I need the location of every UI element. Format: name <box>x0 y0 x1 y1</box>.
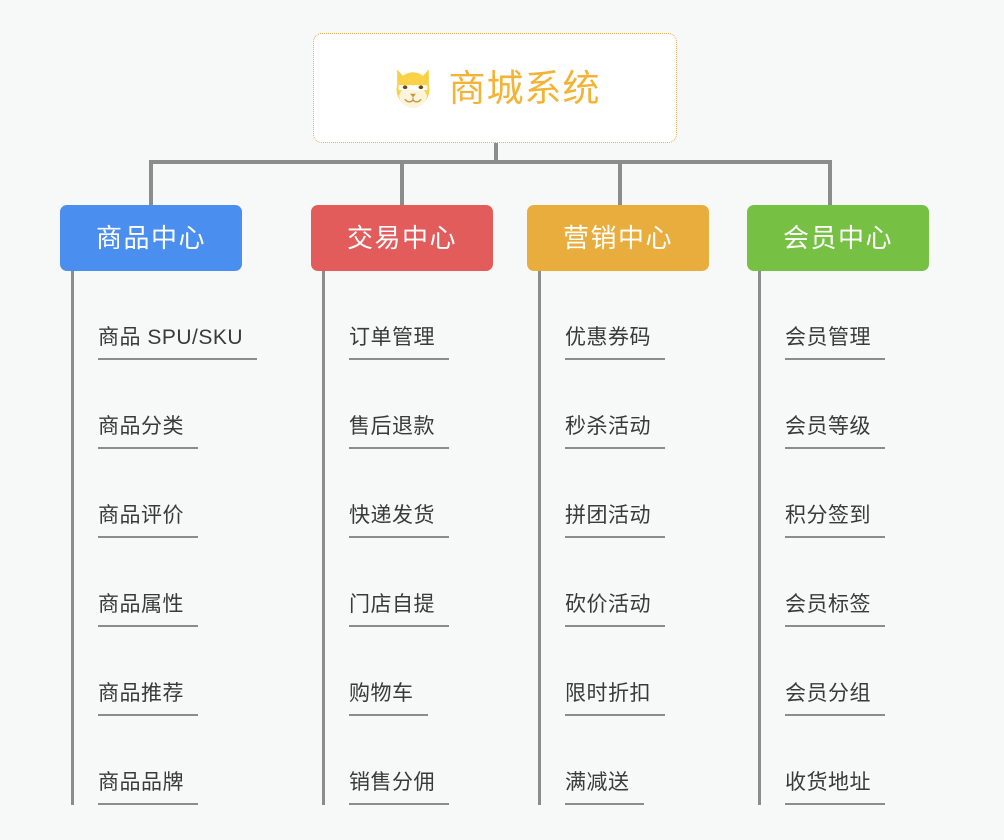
leaf-item-label: 订单管理 <box>349 327 449 360</box>
leaf-item-label: 优惠券码 <box>565 327 665 360</box>
leaf-item[interactable]: 会员管理 <box>761 271 929 360</box>
category-header-1[interactable]: 商品中心 <box>60 205 242 271</box>
leaf-item[interactable]: 优惠券码 <box>541 271 709 360</box>
leaf-item-label: 会员等级 <box>785 416 885 449</box>
leaf-item[interactable]: 会员标签 <box>761 538 929 627</box>
branch-column-3: 营销中心 优惠券码秒杀活动拼团活动砍价活动限时折扣满减送 <box>527 205 709 805</box>
leaf-list-4: 会员管理会员等级积分签到会员标签会员分组收货地址 <box>747 271 929 805</box>
leaf-item-label: 门店自提 <box>349 594 449 627</box>
leaf-item-label: 商品推荐 <box>98 683 198 716</box>
root-node[interactable]: 商城系统 <box>313 33 677 143</box>
leaf-item[interactable]: 满减送 <box>541 716 709 805</box>
branch-column-4: 会员中心 会员管理会员等级积分签到会员标签会员分组收货地址 <box>747 205 929 805</box>
leaf-item[interactable]: 秒杀活动 <box>541 360 709 449</box>
leaf-item-label: 收货地址 <box>785 772 885 805</box>
leaf-item-label: 销售分佣 <box>349 772 449 805</box>
leaf-item[interactable]: 商品推荐 <box>74 627 242 716</box>
leaf-item[interactable]: 销售分佣 <box>325 716 493 805</box>
category-header-3[interactable]: 营销中心 <box>527 205 709 271</box>
leaf-item-label: 砍价活动 <box>565 594 665 627</box>
connector-drop-4 <box>828 160 832 206</box>
leaf-item[interactable]: 积分签到 <box>761 449 929 538</box>
leaf-item-label: 商品评价 <box>98 505 198 538</box>
leaf-item-label: 购物车 <box>349 683 428 716</box>
branch-column-2: 交易中心 订单管理售后退款快递发货门店自提购物车销售分佣 <box>311 205 493 805</box>
connector-drop-1 <box>149 160 153 206</box>
shiba-dog-icon <box>395 69 430 109</box>
leaf-item-label: 商品品牌 <box>98 772 198 805</box>
branch-column-1: 商品中心 商品 SPU/SKU 商品分类商品评价商品属性商品推荐商品品牌 <box>60 205 258 805</box>
leaf-item-label: 售后退款 <box>349 416 449 449</box>
category-header-2[interactable]: 交易中心 <box>311 205 493 271</box>
leaf-item-label: 限时折扣 <box>565 683 665 716</box>
leaf-item[interactable]: 拼团活动 <box>541 449 709 538</box>
leaf-item[interactable]: 限时折扣 <box>541 627 709 716</box>
leaf-item[interactable]: 商品分类 <box>74 360 242 449</box>
leaf-item[interactable]: 门店自提 <box>325 538 493 627</box>
category-header-4[interactable]: 会员中心 <box>747 205 929 271</box>
root-title: 商城系统 <box>448 67 601 109</box>
leaf-list-2: 订单管理售后退款快递发货门店自提购物车销售分佣 <box>311 271 493 805</box>
leaf-item[interactable]: 商品 SPU/SKU <box>74 271 258 360</box>
leaf-item-label: 拼团活动 <box>565 505 665 538</box>
leaf-item-label: 积分签到 <box>785 505 885 538</box>
leaf-item-label: 会员标签 <box>785 594 885 627</box>
leaf-item[interactable]: 会员等级 <box>761 360 929 449</box>
leaf-item-label: 商品 SPU/SKU <box>98 327 258 360</box>
connector-drop-3 <box>618 160 622 206</box>
leaf-item-label: 会员管理 <box>785 327 885 360</box>
leaf-item-label: 商品属性 <box>98 594 198 627</box>
leaf-item[interactable]: 购物车 <box>325 627 493 716</box>
leaf-item-label: 快递发货 <box>349 505 449 538</box>
leaf-item[interactable]: 售后退款 <box>325 360 493 449</box>
leaf-item[interactable]: 收货地址 <box>761 716 929 805</box>
leaf-item-label: 商品分类 <box>98 416 198 449</box>
leaf-item[interactable]: 快递发货 <box>325 449 493 538</box>
leaf-item[interactable]: 商品品牌 <box>74 716 242 805</box>
leaf-item-label: 会员分组 <box>785 683 885 716</box>
leaf-item[interactable]: 会员分组 <box>761 627 929 716</box>
leaf-item[interactable]: 商品属性 <box>74 538 242 627</box>
leaf-item[interactable]: 砍价活动 <box>541 538 709 627</box>
connector-drop-2 <box>400 160 404 206</box>
leaf-item-label: 秒杀活动 <box>565 416 665 449</box>
connector-stem <box>494 143 498 164</box>
leaf-item-label: 满减送 <box>565 772 644 805</box>
leaf-item[interactable]: 订单管理 <box>325 271 493 360</box>
leaf-list-3: 优惠券码秒杀活动拼团活动砍价活动限时折扣满减送 <box>527 271 709 805</box>
leaf-item[interactable]: 商品评价 <box>74 449 242 538</box>
leaf-list-1: 商品 SPU/SKU 商品分类商品评价商品属性商品推荐商品品牌 <box>60 271 258 805</box>
connector-bus <box>149 160 832 164</box>
